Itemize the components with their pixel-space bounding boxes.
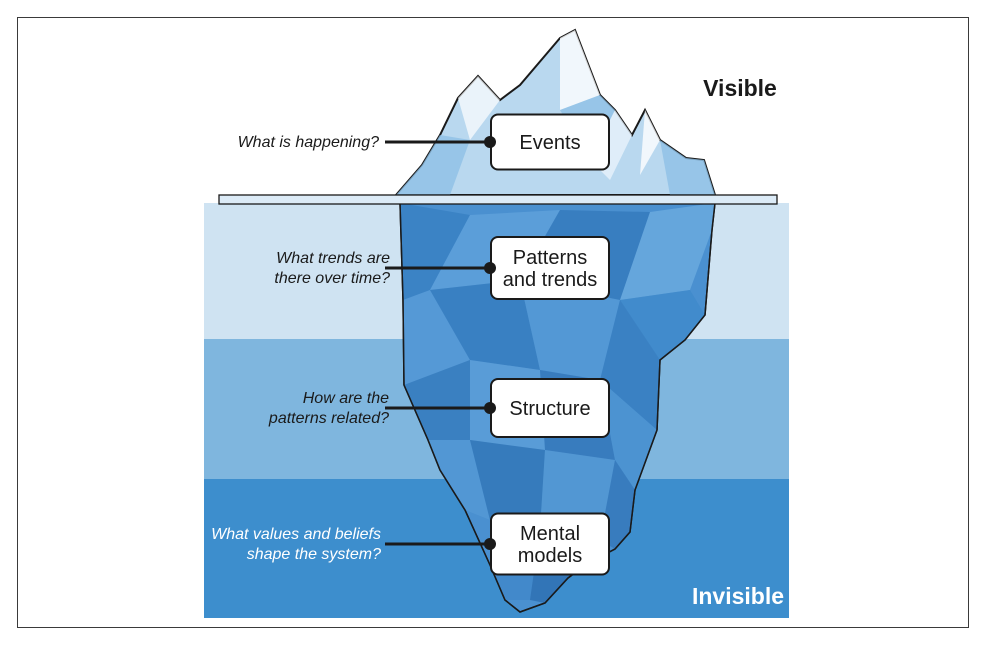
level-box-line: Structure (509, 398, 590, 420)
question-line: What trends are (276, 250, 390, 267)
level-box-label-events: Events (519, 132, 580, 154)
invisible-label: Invisible (692, 583, 784, 609)
connector-dot-events (484, 136, 496, 148)
level-box-line: and trends (503, 269, 598, 291)
question-line: patterns related? (268, 410, 389, 427)
water-surface-line (218, 194, 778, 205)
level-box-line: models (518, 545, 582, 567)
level-box-label-structure: Structure (509, 398, 590, 420)
connector-dot-mental-models (484, 538, 496, 550)
level-box-line: Events (519, 132, 580, 154)
iceberg-tip-facets (396, 30, 715, 195)
question-structure: How are the patterns related? (268, 390, 389, 427)
question-line: shape the system? (247, 546, 381, 563)
level-box-line: Patterns (513, 247, 587, 269)
connector-dot-patterns (484, 262, 496, 274)
question-events: What is happening? (238, 134, 380, 151)
visible-label: Visible (703, 75, 777, 101)
connector-dot-structure (484, 402, 496, 414)
question-line: How are the (303, 390, 389, 407)
iceberg-underwater-outline (399, 202, 716, 613)
question-line: What is happening? (238, 134, 380, 151)
level-box-line: Mental (520, 523, 580, 545)
question-line: What values and beliefs (211, 526, 381, 543)
question-patterns: What trends are there over time? (274, 250, 390, 287)
question-mental-models: What values and beliefs shape the system? (211, 526, 381, 563)
question-line: there over time? (274, 270, 390, 287)
